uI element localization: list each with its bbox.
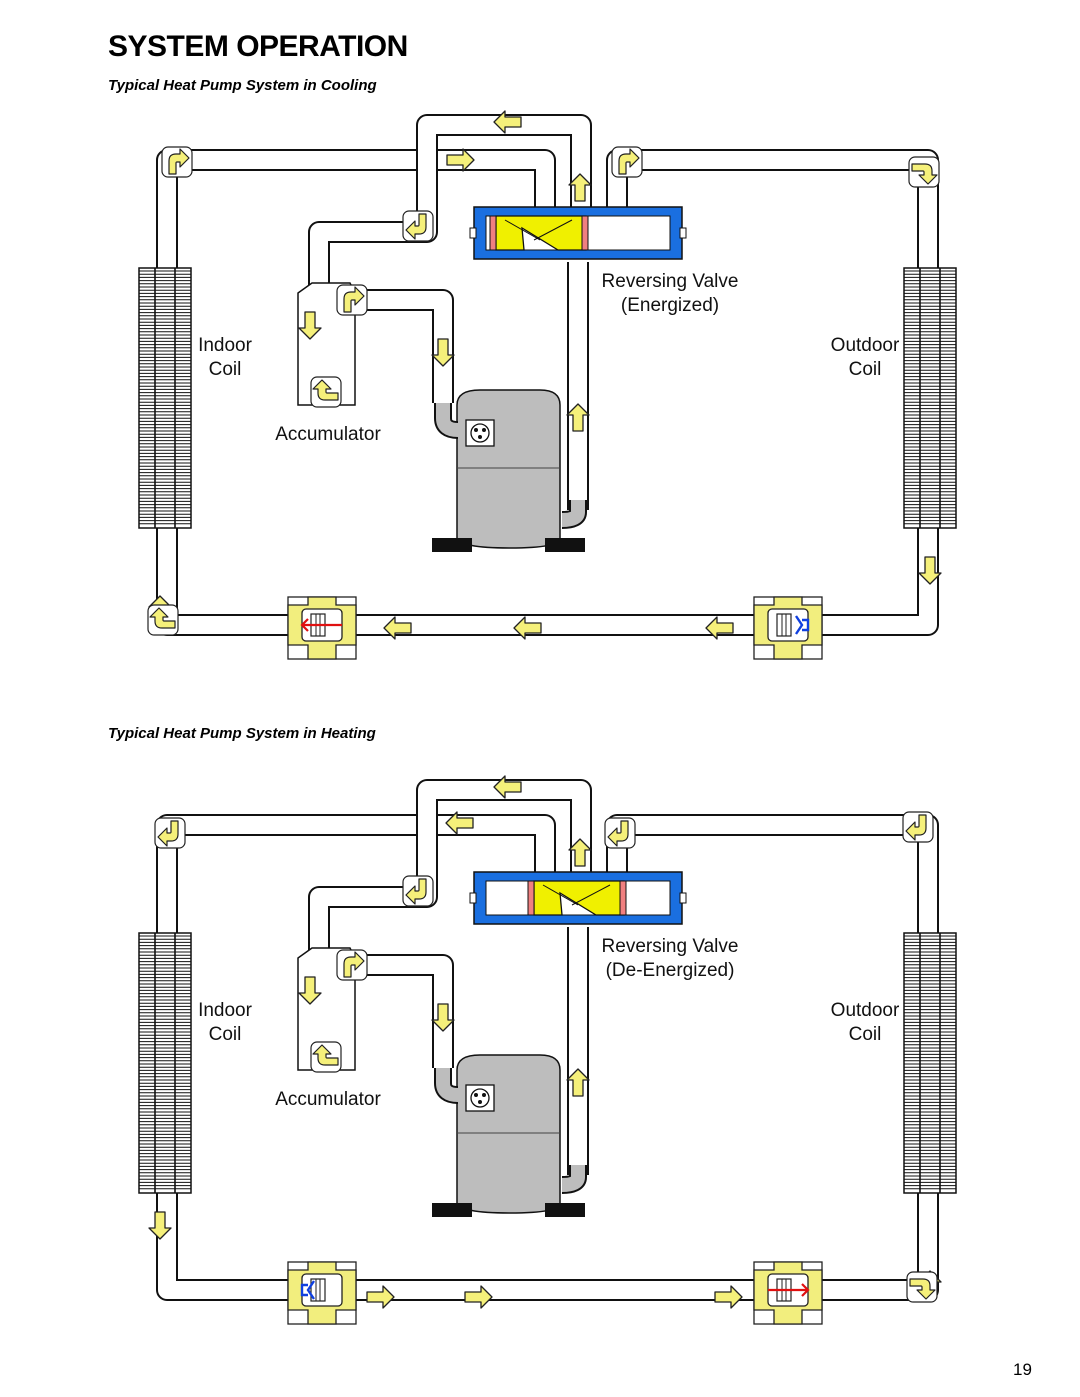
accumulator-label: Accumulator xyxy=(275,1089,381,1110)
indoor-coil xyxy=(138,932,192,1194)
curved-arrow-icon xyxy=(902,811,934,843)
components xyxy=(138,871,957,1325)
reversing-valve-label: Reversing Valve xyxy=(602,936,739,957)
outdoor-coil-label: Outdoor xyxy=(831,1000,900,1021)
outdoor-coil-label-2: Coil xyxy=(849,1024,882,1045)
flow-arrows xyxy=(147,110,942,640)
flow-arrow-icon xyxy=(298,311,322,340)
flow-arrow-icon xyxy=(445,811,474,835)
compressor-foot xyxy=(545,1203,585,1217)
pipe xyxy=(158,525,290,634)
flow-arrow-icon xyxy=(493,775,522,799)
flow-arrow-icon xyxy=(705,616,734,640)
cooling-caption: Typical Heat Pump System in Cooling xyxy=(108,77,377,94)
reversing-valve-state-label: (De-Energized) xyxy=(606,960,735,981)
check-seat-icon xyxy=(795,615,810,635)
indoor-metering-device xyxy=(287,596,357,660)
flow-arrow-icon xyxy=(148,1211,172,1240)
compressor xyxy=(432,1054,587,1217)
pipe xyxy=(822,525,937,634)
curved-arrow-icon xyxy=(908,156,940,188)
indoor-coil-label: Indoor xyxy=(198,1000,253,1021)
flow-arrow-icon xyxy=(568,838,592,867)
flow-arrow-icon xyxy=(566,403,590,432)
flow-arrow-icon xyxy=(446,148,475,172)
flow-arrow-icon xyxy=(366,1285,395,1309)
flow-arrow-icon xyxy=(431,1003,455,1032)
curved-arrow-icon xyxy=(336,284,368,316)
curved-arrow-icon xyxy=(604,817,636,849)
compressor-foot xyxy=(545,538,585,552)
flow-arrow-icon xyxy=(568,173,592,202)
page-number: 19 xyxy=(1013,1360,1032,1379)
pipe xyxy=(608,816,937,937)
pipe xyxy=(608,151,937,272)
curved-arrow-icon xyxy=(161,146,193,178)
outdoor-coil-label: Outdoor xyxy=(831,335,900,356)
accumulator-label: Accumulator xyxy=(275,424,381,445)
outdoor-metering-device xyxy=(753,1261,823,1325)
indoor-coil-label: Indoor xyxy=(198,335,253,356)
flow-arrows xyxy=(148,775,942,1309)
outdoor-coil xyxy=(903,932,957,1194)
curved-arrow-icon xyxy=(154,817,186,849)
flow-arrow-icon xyxy=(493,110,522,134)
flow-arrow-icon xyxy=(431,338,455,367)
reversing-valve xyxy=(469,206,687,260)
page-title: SYSTEM OPERATION xyxy=(108,30,408,63)
curved-arrow-icon xyxy=(310,376,342,408)
outdoor-coil-label-2: Coil xyxy=(849,359,882,380)
flow-arrow-icon xyxy=(383,616,412,640)
flow-arrow-icon xyxy=(918,556,942,585)
indoor-coil xyxy=(138,267,192,529)
curved-arrow-icon xyxy=(906,1271,938,1303)
curved-arrow-icon xyxy=(147,604,179,636)
pipe xyxy=(340,956,452,1068)
reversing-valve-state-label: (Energized) xyxy=(621,295,719,316)
reversing-valve-label: Reversing Valve xyxy=(602,271,739,292)
outdoor-coil xyxy=(903,267,957,529)
flow-arrow-icon xyxy=(714,1285,743,1309)
components xyxy=(138,206,957,660)
outdoor-metering-device xyxy=(753,596,823,660)
reversing-valve xyxy=(469,871,687,925)
cooling-diagram: Reversing Valve (Energized) Indoor Coil … xyxy=(138,110,957,660)
pipe-outline xyxy=(156,525,290,636)
compressor-foot xyxy=(432,538,472,552)
heating-caption: Typical Heat Pump System in Heating xyxy=(108,725,376,742)
heating-diagram: Reversing Valve (De-Energized) Indoor Co… xyxy=(138,775,957,1325)
pipe xyxy=(340,291,452,403)
compressor-foot xyxy=(432,1203,472,1217)
curved-arrow-icon xyxy=(310,1041,342,1073)
flow-arrow-icon xyxy=(513,616,542,640)
indoor-coil-label-2: Coil xyxy=(209,1024,242,1045)
flow-arrow-icon xyxy=(298,976,322,1005)
pipe-outline xyxy=(156,1190,290,1301)
check-seat-icon xyxy=(300,1280,315,1300)
pipe xyxy=(158,1190,290,1299)
flow-check-icon xyxy=(300,618,342,632)
curved-arrow-icon xyxy=(402,210,434,242)
compressor xyxy=(432,389,587,552)
curved-arrow-icon xyxy=(336,949,368,981)
curved-arrow-icon xyxy=(402,875,434,907)
curved-arrow-icon xyxy=(611,146,643,178)
flow-check-icon xyxy=(768,1283,810,1297)
refrigerant-piping xyxy=(156,114,939,636)
pipe-outline xyxy=(822,525,939,636)
indoor-coil-label-2: Coil xyxy=(209,359,242,380)
flow-arrow-icon xyxy=(566,1068,590,1097)
flow-arrow-icon xyxy=(464,1285,493,1309)
indoor-metering-device xyxy=(287,1261,357,1325)
